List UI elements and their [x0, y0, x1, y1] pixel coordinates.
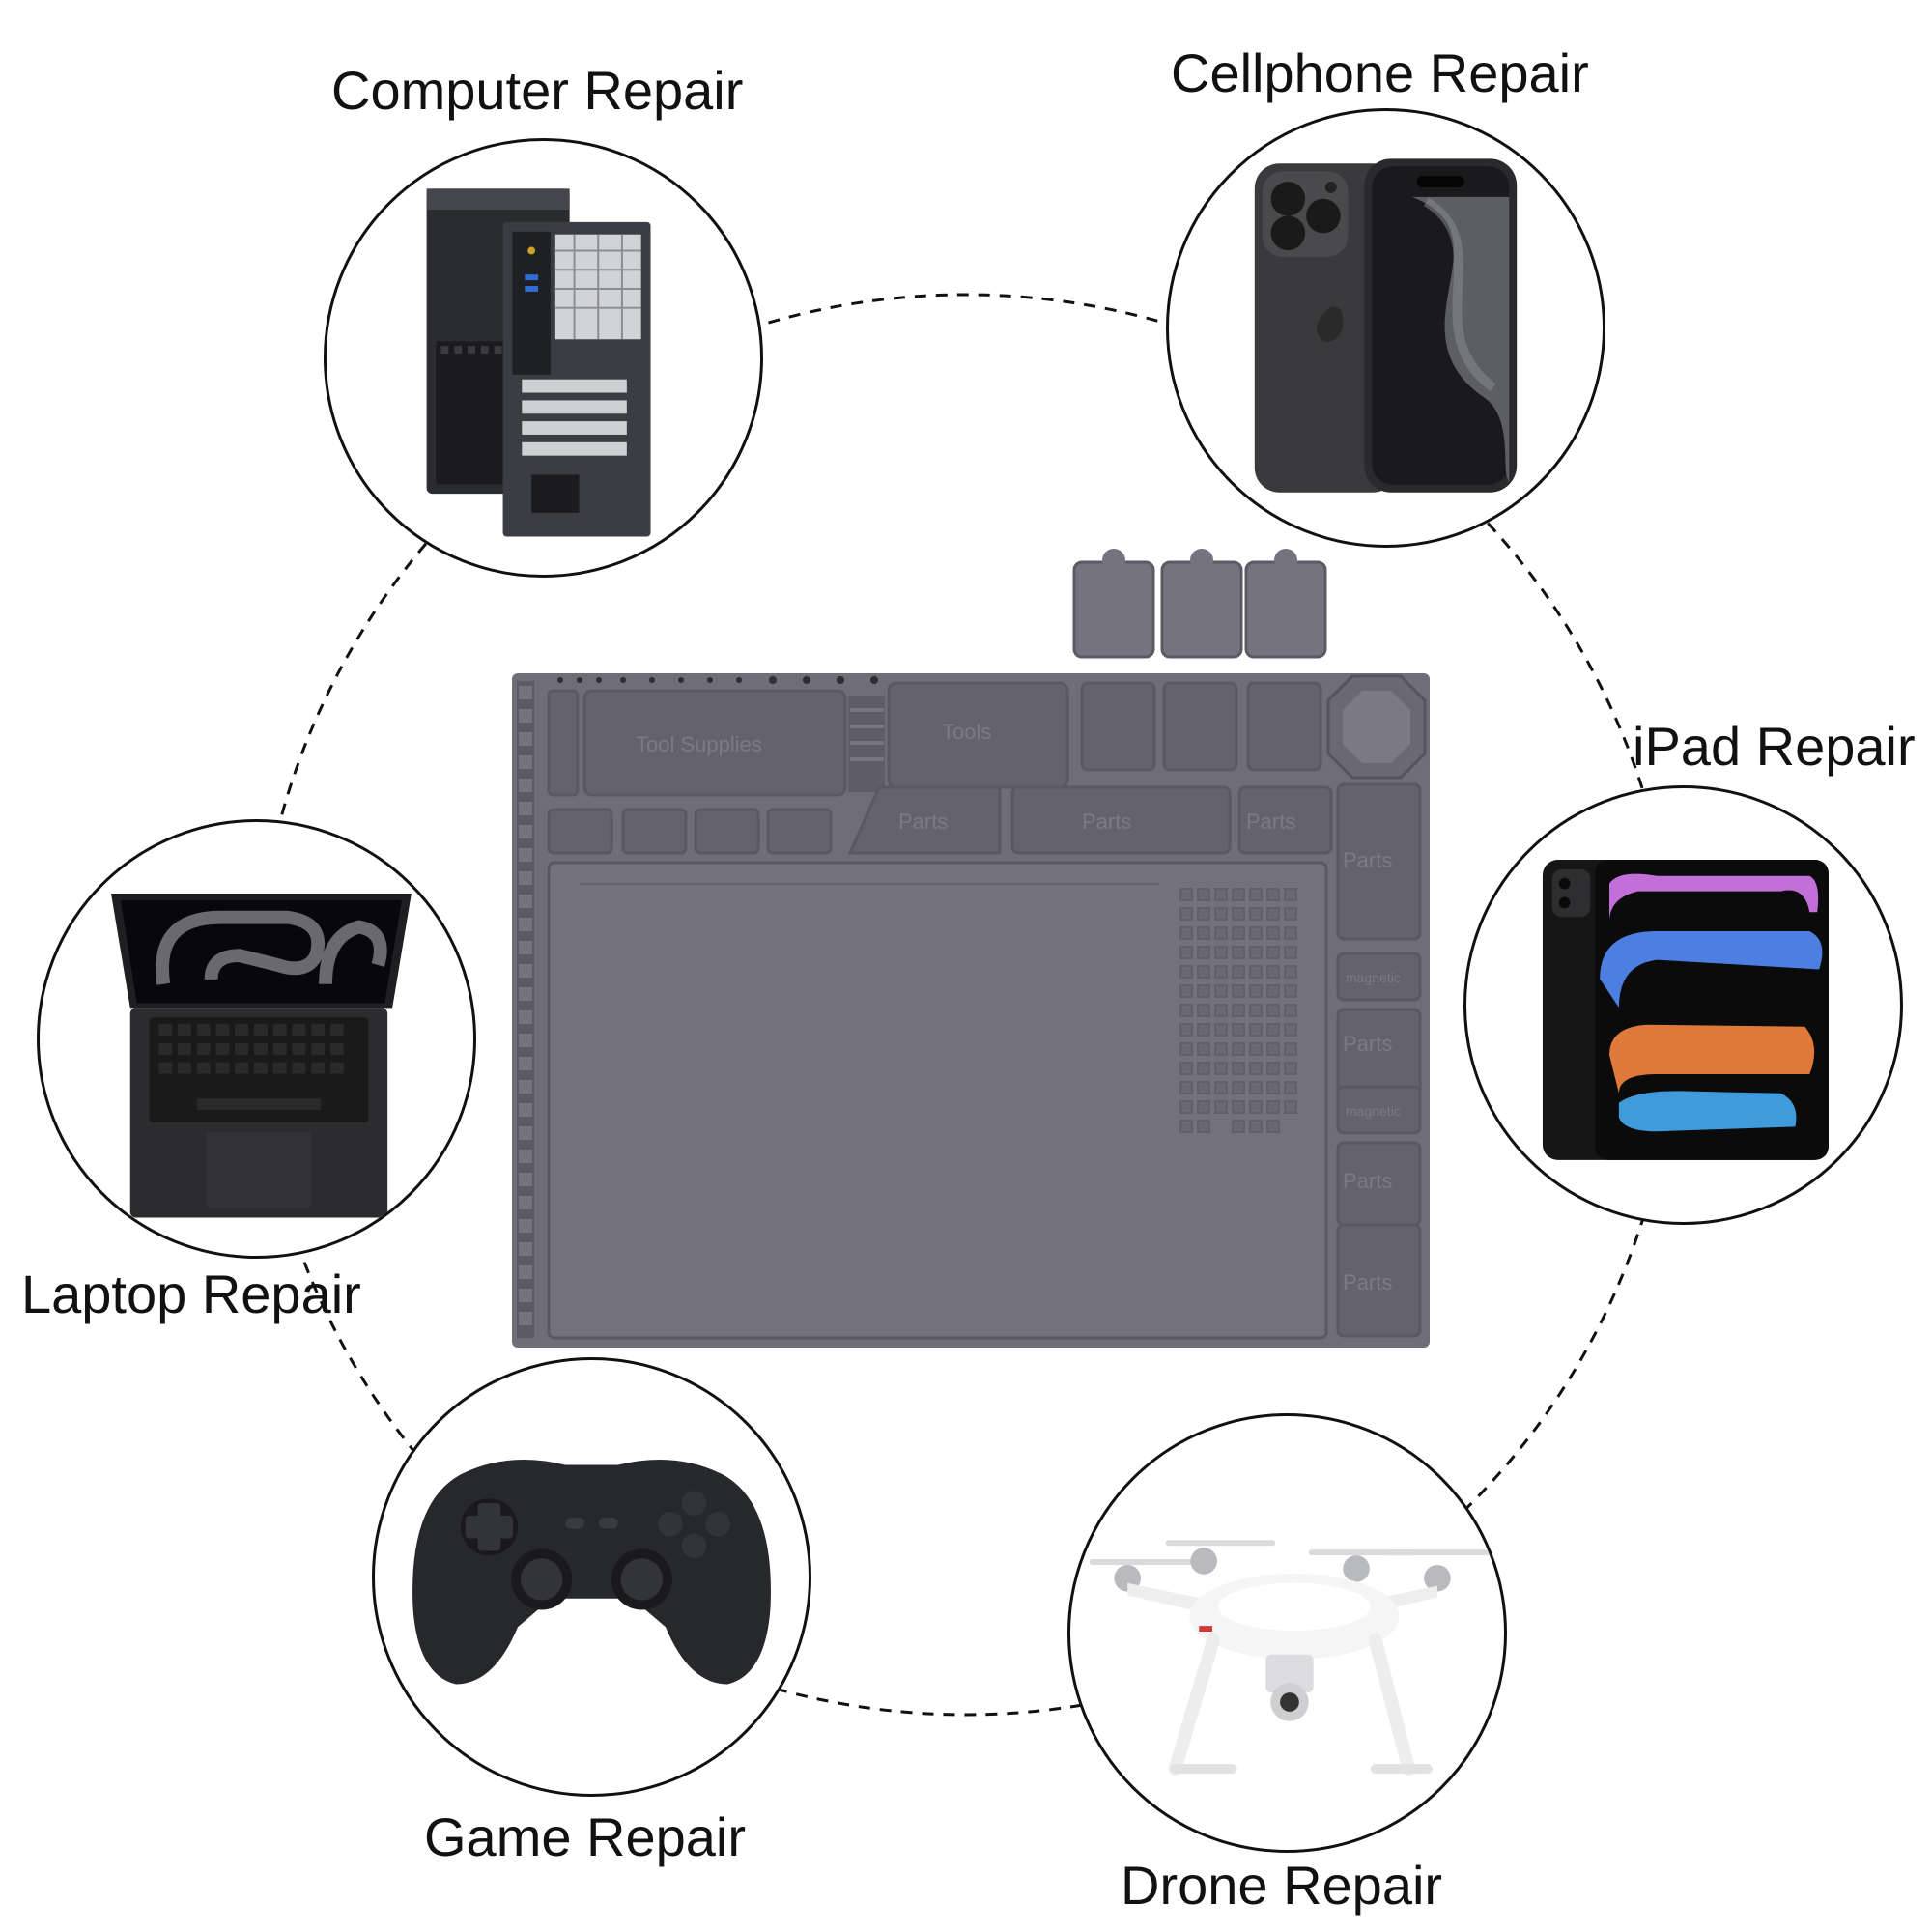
label-ipad-repair: iPad Repair — [1633, 716, 1916, 777]
computer-circle — [324, 138, 763, 578]
ipad-circle — [1463, 785, 1903, 1225]
mat-label-parts-6: Parts — [1343, 1169, 1392, 1193]
tray-lids — [1072, 549, 1327, 659]
label-game-repair: Game Repair — [424, 1806, 747, 1867]
mat-label-parts-4: Parts — [1343, 848, 1392, 872]
mat-label-parts-2: Parts — [1082, 810, 1131, 834]
mat-label-parts-1: Parts — [898, 810, 948, 834]
label-computer-repair: Computer Repair — [331, 60, 744, 121]
mat-label-parts-5: Parts — [1343, 1032, 1392, 1056]
mat-label-tool-supplies: Tool Supplies — [636, 732, 762, 756]
label-cellphone-repair: Cellphone Repair — [1171, 43, 1589, 103]
game-circle — [372, 1357, 811, 1797]
mat-label-magnetic-1: magnetic — [1346, 970, 1401, 985]
laptop-icon — [111, 894, 412, 1218]
computer-tower-icon — [426, 188, 651, 537]
drone-circle — [1067, 1413, 1507, 1853]
smartphone-icon — [1254, 158, 1518, 493]
mat-label-parts-7: Parts — [1343, 1270, 1392, 1294]
cellphone-circle — [1166, 108, 1605, 548]
mat-label-parts-3: Parts — [1246, 810, 1295, 834]
mat-label-magnetic-2: magnetic — [1346, 1103, 1401, 1119]
tablet-icon — [1542, 860, 1829, 1160]
laptop-circle — [37, 819, 476, 1259]
gamepad-icon — [412, 1459, 771, 1685]
label-laptop-repair: Laptop Repair — [21, 1264, 361, 1324]
drone-icon — [1089, 1540, 1495, 1776]
label-drone-repair: Drone Repair — [1121, 1855, 1443, 1916]
mat-label-tools: Tools — [942, 720, 991, 744]
